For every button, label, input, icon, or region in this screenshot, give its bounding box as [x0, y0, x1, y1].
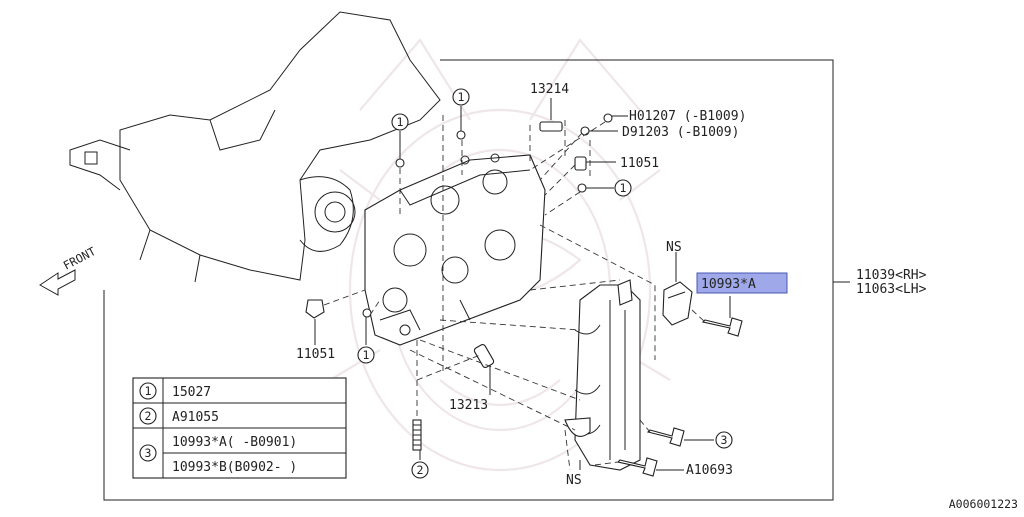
label-ns-bottom: NS [566, 473, 582, 488]
label-13213[interactable]: 13213 [449, 398, 488, 413]
callout-1-right[interactable]: 1 [614, 179, 632, 197]
bolt-h01207 [603, 113, 613, 123]
callout-1-upper[interactable]: 1 [391, 113, 409, 131]
bolt-callout-3 [646, 427, 685, 447]
camshaft-carrier [564, 279, 641, 471]
small-parts [305, 113, 613, 451]
washer-d91203 [580, 126, 590, 136]
bolt-callout-1-right [577, 183, 587, 193]
legend-part-10993b[interactable]: 10993*B(B0902- ) [172, 460, 297, 475]
label-10993a[interactable]: 10993*A [701, 277, 756, 292]
dowel-13214 [539, 121, 563, 132]
legend-row-1: 1 15027 [139, 382, 211, 400]
label-d91203[interactable]: D91203 (-B1009) [622, 125, 739, 140]
alignment-lines [323, 115, 706, 471]
svg-text:3: 3 [145, 446, 152, 460]
label-11051-left[interactable]: 11051 [296, 347, 335, 362]
plug-11051-left [305, 299, 325, 319]
svg-text:1: 1 [458, 90, 465, 104]
svg-text:3: 3 [721, 433, 728, 447]
svg-text:1: 1 [145, 384, 152, 398]
label-11063-lh[interactable]: 11063<LH> [856, 282, 927, 297]
bolt-a10693 [616, 457, 658, 477]
label-ns-top: NS [666, 240, 682, 255]
svg-text:2: 2 [417, 463, 424, 477]
label-11051-top[interactable]: 11051 [620, 156, 659, 171]
callout-2[interactable]: 2 [411, 461, 429, 479]
legend-part-15027[interactable]: 15027 [172, 385, 211, 400]
svg-text:1: 1 [620, 181, 627, 195]
engine-block-outline [69, 11, 441, 283]
bolt-callout-1-upper [395, 158, 405, 168]
front-direction-arrow: FRONT [39, 244, 98, 296]
legend-table: 1 15027 2 A91055 3 10993*A( -B0901) 1099… [132, 377, 347, 479]
svg-text:2: 2 [145, 409, 152, 423]
ns-bracket [662, 281, 693, 326]
legend-part-10993a[interactable]: 10993*A( -B0901) [172, 435, 297, 450]
diagram-id: A006001223 [949, 497, 1018, 511]
legend-part-a91055[interactable]: A91055 [172, 410, 219, 425]
plug-11051-top [574, 156, 587, 171]
front-label: FRONT [61, 244, 98, 273]
callout-3[interactable]: 3 [715, 431, 733, 449]
callout-1-top[interactable]: 1 [452, 88, 470, 106]
bolt-callout-1-lower [362, 308, 372, 318]
highlight-box[interactable] [696, 272, 788, 294]
callout-1-lower[interactable]: 1 [357, 346, 375, 364]
cylinder-head [364, 153, 546, 346]
bolt-callout-1-top [456, 130, 466, 140]
label-h01207[interactable]: H01207 (-B1009) [629, 109, 746, 124]
svg-text:1: 1 [363, 348, 370, 362]
label-11039-rh[interactable]: 11039<RH> [856, 268, 927, 283]
label-a10693[interactable]: A10693 [686, 463, 733, 478]
legend-row-3: 3 10993*A( -B0901) 10993*B(B0902- ) [139, 435, 297, 475]
legend-row-2: 2 A91055 [139, 407, 219, 425]
highlighted-part-10993a[interactable]: 10993*A [696, 272, 788, 294]
assembly-bracket [103, 59, 850, 501]
leader-lines [314, 98, 731, 471]
svg-text:1: 1 [397, 115, 404, 129]
label-13214[interactable]: 13214 [530, 82, 569, 97]
bolt-10993a [701, 317, 743, 337]
